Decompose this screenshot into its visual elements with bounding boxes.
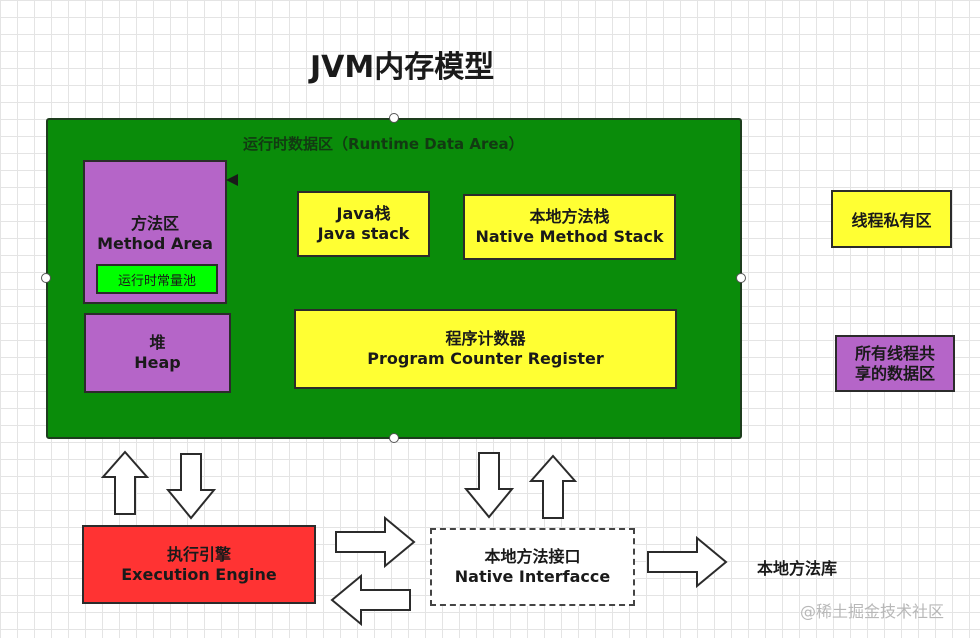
native-method-stack-box: 本地方法栈 Native Method Stack: [463, 194, 676, 260]
runtime-data-area-label: 运行时数据区（Runtime Data Area）: [243, 135, 524, 153]
arrow-down-icon: [165, 453, 217, 520]
collapse-marker-icon: [226, 174, 238, 186]
program-counter-title: 程序计数器: [445, 329, 526, 348]
arrow-down-icon: [463, 452, 515, 519]
program-counter-box: 程序计数器 Program Counter Register: [294, 309, 677, 389]
legend-shared-line2: 享的数据区: [854, 363, 935, 383]
java-stack-subtitle: Java stack: [317, 224, 410, 243]
watermark: @稀土掘金技术社区: [800, 602, 945, 621]
native-interface-subtitle: Native Interfacce: [454, 567, 611, 586]
heap-title: 堆: [149, 333, 166, 352]
program-counter-subtitle: Program Counter Register: [367, 349, 604, 368]
diagram-title: JVM内存模型: [310, 50, 495, 85]
heap-box: 堆 Heap: [84, 313, 231, 393]
execution-engine-title: 执行引擎: [166, 544, 231, 564]
java-stack-title: Java栈: [336, 204, 391, 223]
native-library-label: 本地方法库: [757, 559, 838, 578]
legend-shared-line1: 所有线程共: [854, 343, 935, 363]
native-method-stack-subtitle: Native Method Stack: [475, 227, 664, 246]
java-stack-box: Java栈 Java stack: [297, 191, 430, 257]
arrow-up-icon: [100, 450, 150, 515]
constant-pool-box: 运行时常量池: [96, 264, 218, 294]
handle-top[interactable]: [389, 113, 399, 123]
arrow-up-icon: [528, 454, 578, 519]
method-area-subtitle: Method Area: [97, 234, 213, 253]
handle-left[interactable]: [41, 273, 51, 283]
handle-bottom[interactable]: [389, 433, 399, 443]
legend-private: 线程私有区: [831, 190, 952, 248]
execution-engine-box: 执行引擎 Execution Engine: [82, 525, 316, 604]
arrow-right-icon: [647, 535, 728, 589]
native-interface-title: 本地方法接口: [484, 547, 581, 566]
native-interface-box: 本地方法接口 Native Interfacce: [430, 528, 635, 606]
method-area-title: 方法区: [130, 214, 179, 233]
legend-shared: 所有线程共 享的数据区: [835, 335, 955, 392]
handle-right[interactable]: [736, 273, 746, 283]
arrow-right-icon: [335, 515, 416, 569]
execution-engine-subtitle: Execution Engine: [121, 564, 277, 584]
heap-subtitle: Heap: [134, 353, 181, 372]
native-method-stack-title: 本地方法栈: [529, 207, 610, 226]
arrow-left-icon: [330, 573, 411, 627]
